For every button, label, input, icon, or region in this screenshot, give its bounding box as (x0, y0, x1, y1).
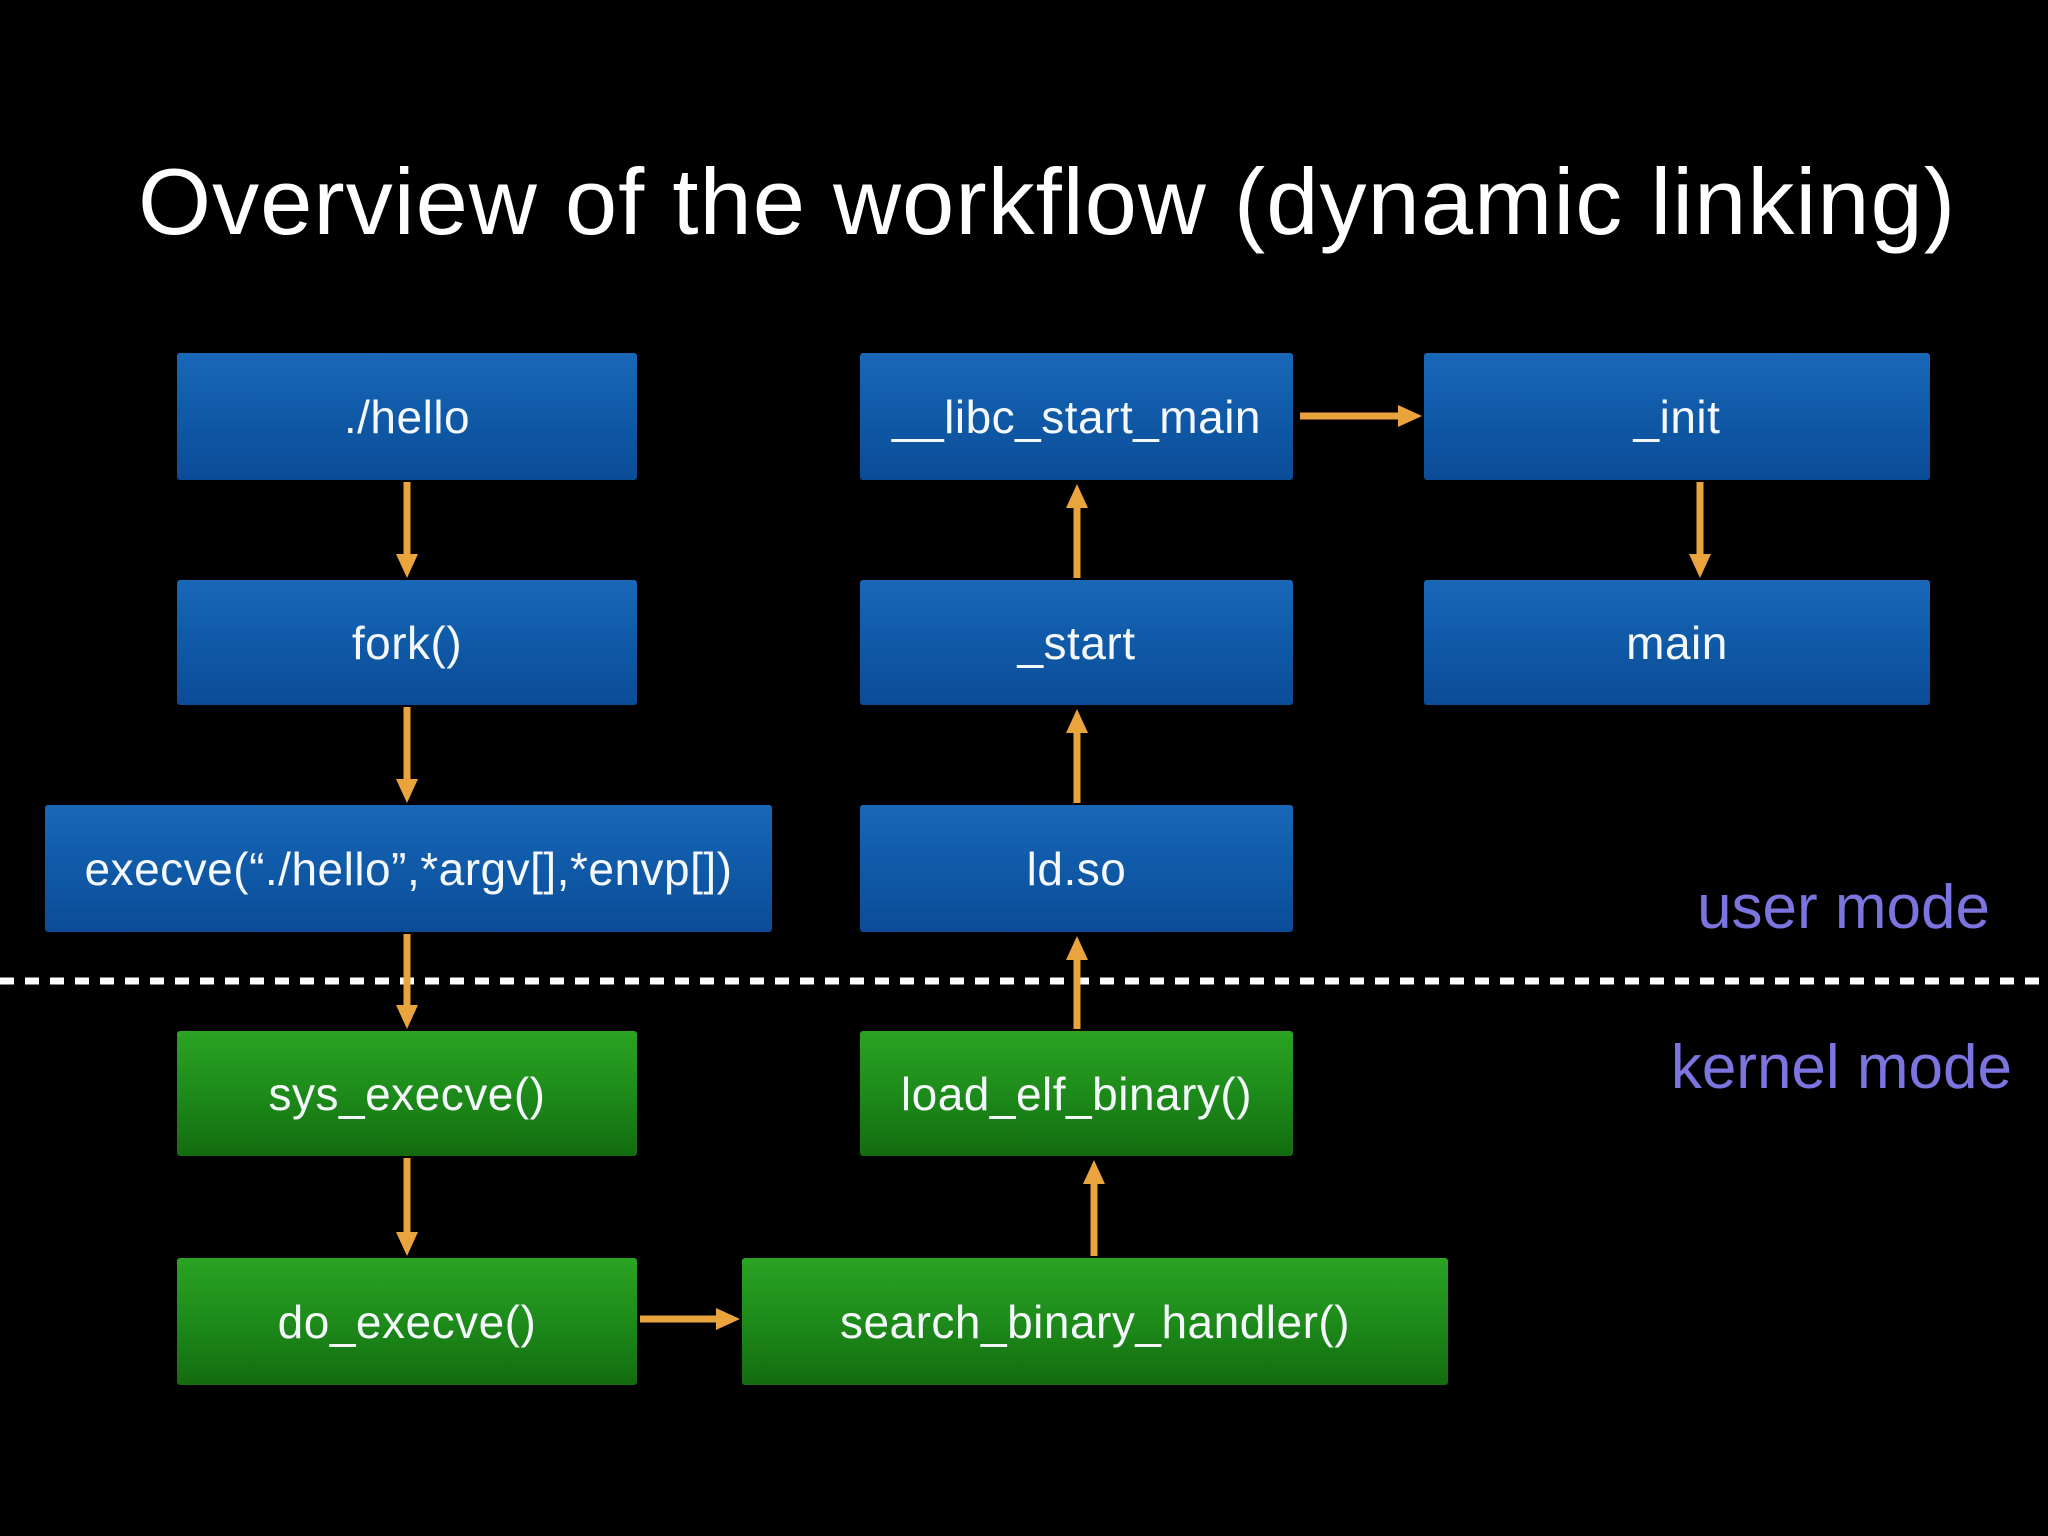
node-ldso: ld.so (860, 805, 1293, 932)
kernel-mode-label: kernel mode (1670, 1033, 2012, 1102)
node-load-elf-binary: load_elf_binary() (860, 1031, 1293, 1156)
page-title: Overview of the workflow (dynamic linkin… (138, 149, 1957, 254)
node-execve: execve(“./hello”,*argv[],*envp[]) (45, 805, 772, 932)
node-search-binary-handler: search_binary_handler() (742, 1258, 1448, 1385)
node-hello: ./hello (177, 353, 637, 480)
node-sys-execve: sys_execve() (177, 1031, 637, 1156)
node-init: _init (1424, 353, 1930, 480)
user-mode-label: user mode (1697, 873, 1990, 942)
node-libc-start-main: __libc_start_main (860, 353, 1293, 480)
node-start: _start (860, 580, 1293, 705)
node-do-execve: do_execve() (177, 1258, 637, 1385)
node-fork: fork() (177, 580, 637, 705)
node-main: main (1424, 580, 1930, 705)
